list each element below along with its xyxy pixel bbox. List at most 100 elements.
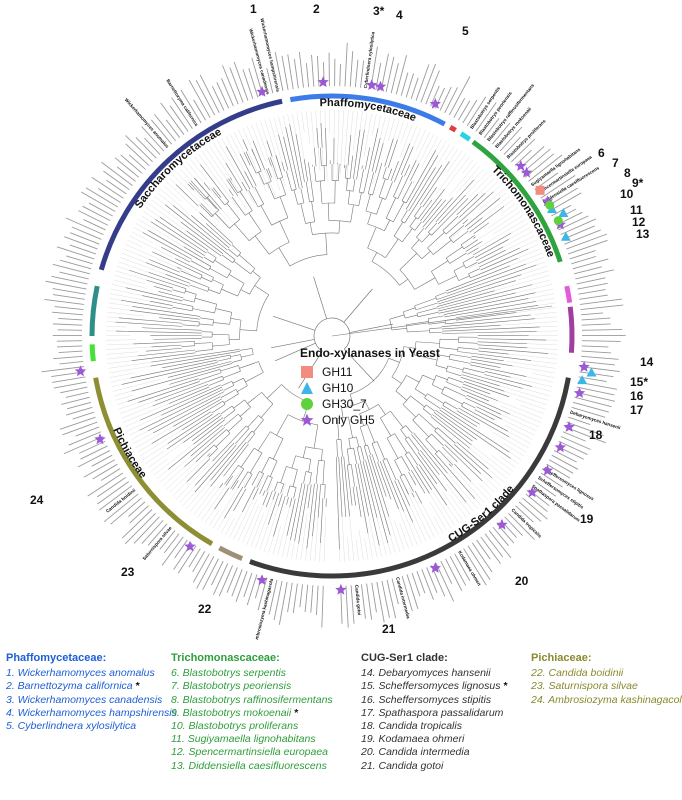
branch [200, 164, 217, 186]
branch [390, 410, 404, 428]
branch [430, 416, 470, 449]
branch [420, 450, 440, 475]
branch [266, 168, 272, 182]
tip-guide-line [341, 512, 345, 562]
branch [400, 210, 408, 221]
tip-guide-line [528, 293, 555, 299]
tip-label-placeholder [174, 539, 188, 559]
tip-guide-line [470, 175, 492, 197]
tip-label-placeholder [466, 96, 487, 126]
branch [245, 372, 264, 383]
branch [352, 179, 356, 192]
branch [184, 442, 213, 467]
tip-label-placeholder [435, 563, 455, 602]
tip-label-placeholder [511, 138, 536, 163]
branch [212, 187, 222, 198]
tip-guide-line [343, 110, 349, 169]
branch-arc [256, 294, 270, 331]
branch [214, 213, 230, 229]
branch [285, 127, 300, 189]
branch [228, 178, 239, 194]
tip-guide-line [532, 373, 555, 378]
branch [455, 412, 478, 427]
tip-label-placeholder [103, 170, 130, 191]
branch [161, 386, 223, 416]
branch [230, 354, 241, 357]
tip-guide-line [135, 421, 181, 449]
branch [415, 302, 438, 311]
branch [412, 419, 429, 438]
branch [195, 453, 206, 462]
key-heading: CUG-Ser1 clade: [361, 652, 448, 664]
branch [118, 317, 183, 324]
key-item-label: 22. Candida boidinii [531, 667, 624, 680]
branch [175, 258, 204, 273]
branch [308, 162, 312, 182]
tip-label-placeholder [376, 581, 385, 623]
key-item-label: 11. Sugiyamaella lignohabitans [171, 733, 316, 746]
key-item: 10. Blastobotrys proliferans [171, 720, 333, 733]
tip-label-placeholder [171, 97, 193, 129]
star-icon [300, 413, 314, 426]
branch [212, 279, 224, 286]
tip-label-placeholder [135, 137, 157, 159]
branch [400, 146, 414, 175]
tip-label-placeholder [67, 401, 92, 410]
branch [241, 354, 254, 358]
tip-guide-line [347, 537, 350, 562]
branch [194, 177, 210, 196]
tip-guide-line [163, 185, 182, 202]
tip-guide-line [201, 151, 229, 190]
branch [424, 397, 441, 409]
branch [470, 272, 483, 279]
branch [219, 483, 224, 489]
tip-guide-line [250, 513, 264, 548]
marker-number-9: 9* [632, 176, 644, 190]
branch [463, 381, 510, 398]
legend-item-gh30-7: GH30_7 [300, 396, 460, 412]
star-marker [515, 160, 527, 171]
branch [393, 175, 404, 197]
branch [335, 456, 340, 550]
key-item: 5. Cyberlindnera xylosilytica [6, 720, 177, 733]
key-item-label: 20. Candida intermedia [361, 746, 470, 759]
branch [470, 358, 513, 367]
branch [314, 166, 317, 182]
tip-label-placeholder [83, 219, 106, 231]
branch [322, 460, 325, 485]
tip-guide-line [305, 111, 311, 145]
branch [404, 454, 415, 469]
tip-label-placeholder [571, 255, 597, 265]
tip-label-placeholder [366, 583, 373, 620]
legend-label: Only GH5 [322, 413, 375, 427]
branch [242, 486, 256, 513]
branch [252, 270, 261, 278]
branch [479, 247, 520, 268]
tip-label-placeholder [293, 58, 299, 89]
branch [253, 419, 264, 433]
branch [280, 466, 287, 483]
tip-guide-line [388, 118, 395, 141]
branch [446, 263, 526, 294]
branch [399, 278, 409, 286]
branch [215, 433, 231, 447]
tip-label-placeholder [257, 577, 268, 611]
branch [351, 155, 354, 166]
branch [382, 166, 387, 179]
branch [438, 354, 450, 358]
branch [348, 416, 353, 438]
branch [168, 424, 223, 470]
branch [168, 386, 210, 404]
legend-title: Endo-xylanases in Yeast [300, 346, 440, 360]
branch [407, 330, 430, 333]
marker-number-10: 10 [620, 187, 634, 201]
branch [153, 396, 221, 434]
branch [385, 181, 393, 200]
branch [260, 205, 272, 226]
gh10-marker [558, 207, 569, 217]
tip-label-placeholder [522, 497, 548, 520]
legend: Endo-xylanases in Yeast GH11 GH10 GH30_7… [300, 346, 460, 428]
gh30-7-marker [545, 200, 555, 210]
branch [433, 412, 473, 442]
tip-label-placeholder [339, 64, 341, 87]
